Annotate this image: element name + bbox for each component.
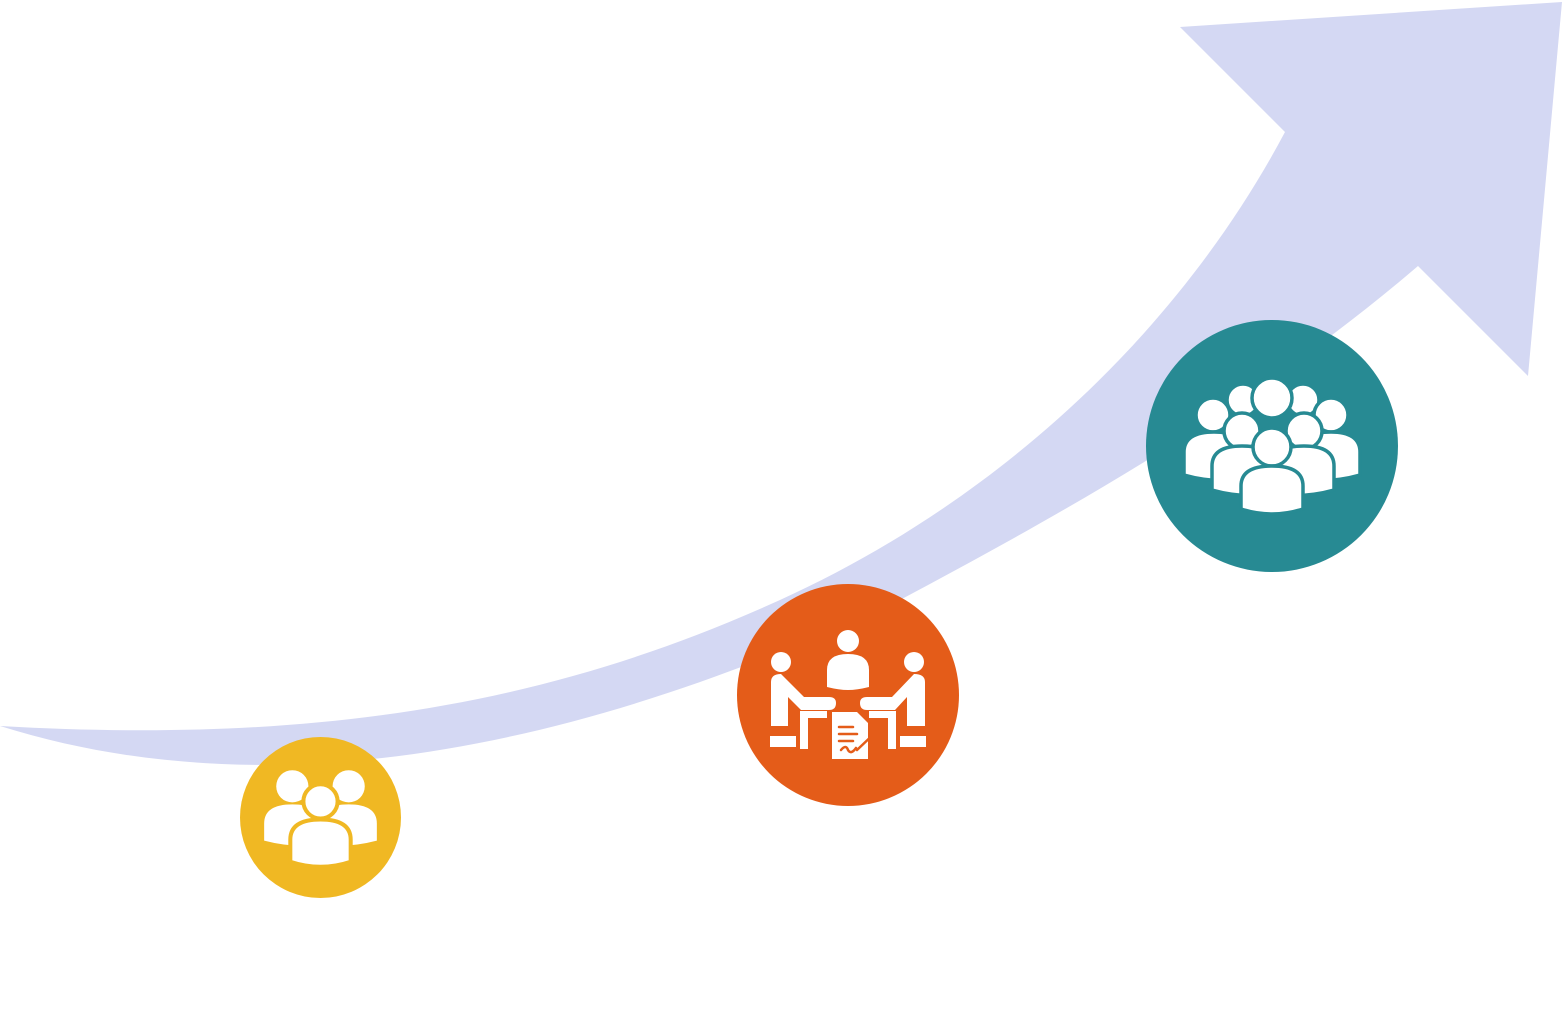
group-of-three-people-icon bbox=[240, 737, 401, 898]
meeting-node bbox=[736, 584, 960, 807]
meeting-contract-signing-icon bbox=[737, 584, 959, 806]
crowd-of-people-icon bbox=[1146, 320, 1398, 572]
small-group-node bbox=[240, 737, 401, 898]
large-group-node bbox=[1146, 320, 1398, 572]
